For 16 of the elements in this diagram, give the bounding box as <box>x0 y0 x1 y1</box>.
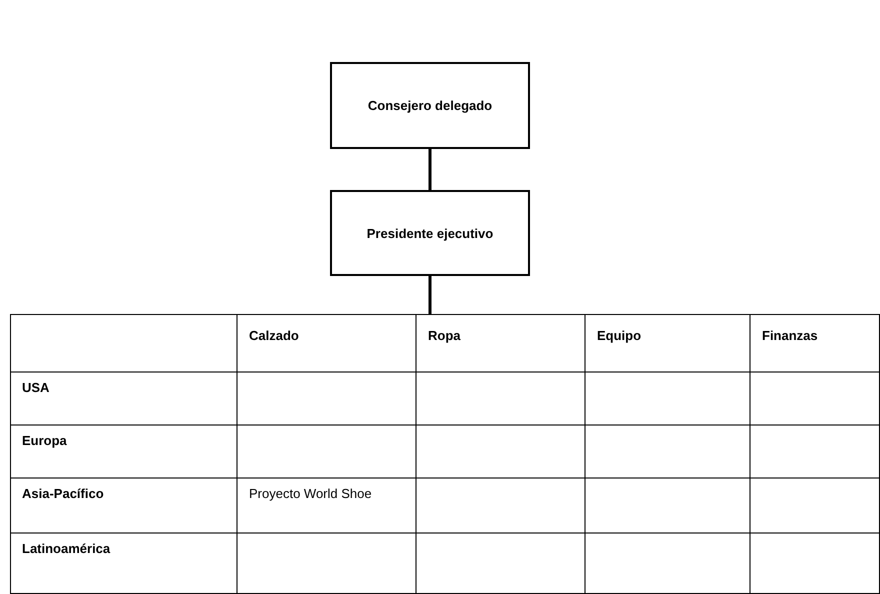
header-cell-text: Equipo <box>597 327 642 345</box>
connector-line <box>428 149 432 190</box>
connector-line <box>428 276 432 314</box>
header-cell-text: Europa <box>22 432 68 450</box>
header-cell-text: Asia-Pacífico <box>22 485 105 503</box>
header-cell-text: USA <box>22 379 50 397</box>
node-label: Presidente ejecutivo <box>366 226 494 240</box>
cell-text: Proyecto World Shoe <box>249 485 373 503</box>
node-label: Consejero delegado <box>368 98 492 113</box>
table-frame <box>10 314 880 594</box>
header-cell-text: Latinoamérica <box>22 540 112 558</box>
process-box <box>330 62 530 149</box>
process-box <box>330 190 530 276</box>
header-cell-text: Finanzas <box>762 327 819 345</box>
header-cell-text: Ropa <box>428 327 462 345</box>
header-cell-text: Calzado <box>249 327 300 345</box>
